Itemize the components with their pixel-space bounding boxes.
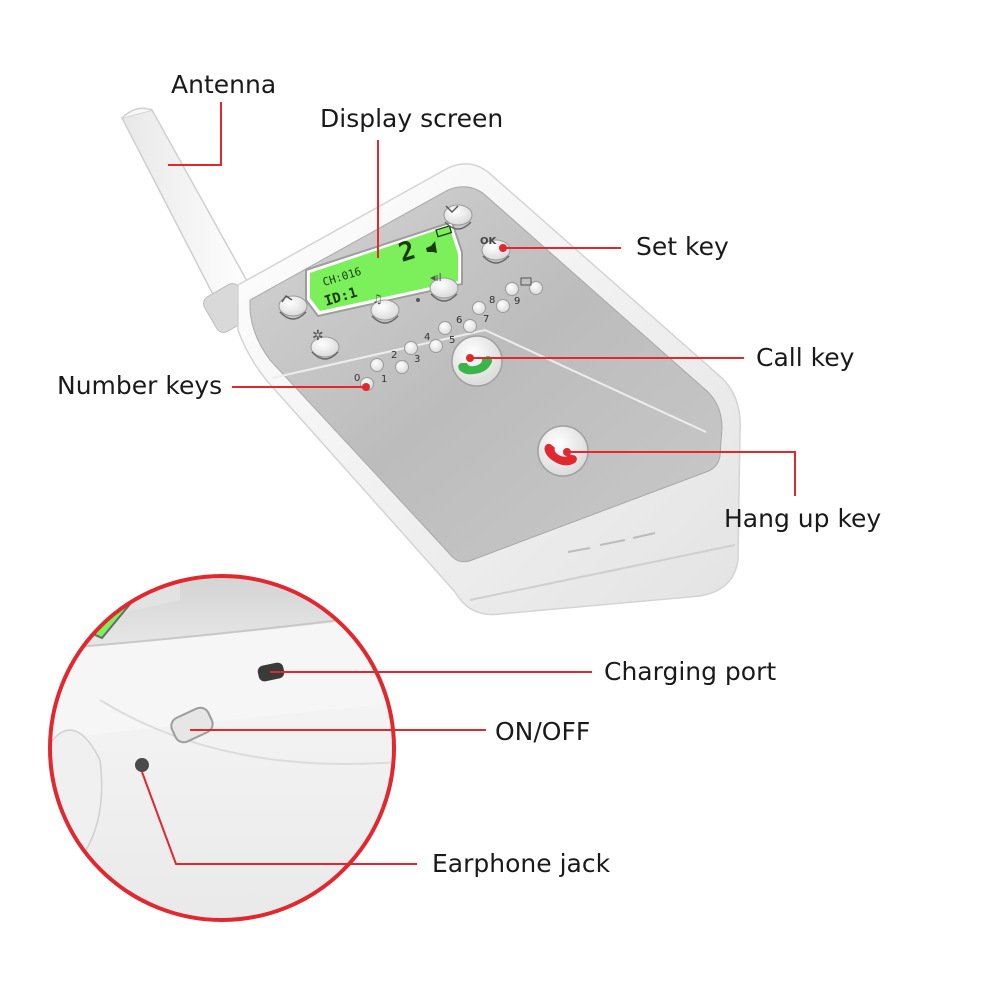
- set-key-label: Set key: [636, 232, 729, 261]
- number-key-label: 1: [381, 374, 387, 385]
- number-key-3[interactable]: 3: [404, 341, 421, 366]
- number-key-7[interactable]: 7: [472, 301, 490, 326]
- lcd-battery-icon: [435, 225, 453, 238]
- leader-earphone: [141, 771, 417, 865]
- ok-label: OK: [480, 236, 498, 247]
- number-key-2[interactable]: 2: [391, 350, 409, 374]
- antenna: [120, 107, 253, 333]
- number-key-label: 6: [456, 315, 462, 326]
- music-icon: ♫: [372, 292, 383, 306]
- lcd-volume-icon: [426, 241, 437, 253]
- function-keys: ✲ ♫ ◂ıl OK: [278, 204, 511, 360]
- nav-down-key[interactable]: [443, 204, 473, 230]
- number-key-5[interactable]: 5: [438, 321, 456, 347]
- volume-key[interactable]: ◂ıl: [429, 271, 459, 302]
- number-key-label: 5: [449, 335, 455, 346]
- music-key[interactable]: ♫: [370, 292, 400, 324]
- call-key[interactable]: [451, 335, 503, 387]
- call-key-label: Call key: [756, 343, 855, 372]
- number-key-label: 3: [414, 354, 420, 365]
- number-key-6[interactable]: 6: [456, 315, 477, 333]
- charging-port-label: Charging port: [604, 657, 777, 686]
- hang-up-key-label: Hang up key: [724, 504, 882, 533]
- number-key-label: 2: [391, 350, 397, 361]
- on-off-switch[interactable]: [168, 705, 215, 745]
- volume-icon: ◂ıl: [430, 271, 442, 284]
- earphone-jack: [135, 758, 149, 772]
- phone-green-icon: [458, 356, 493, 375]
- number-key-label: 8: [489, 295, 495, 306]
- side-view-zoom: [48, 574, 396, 922]
- backspace-icon: [520, 277, 532, 286]
- number-key-8[interactable]: 8: [489, 295, 510, 313]
- on-off-label: ON/OFF: [495, 717, 591, 746]
- number-key-4[interactable]: 4: [424, 332, 443, 353]
- number-key-label: 0: [354, 373, 360, 384]
- leader-antenna: [168, 102, 222, 166]
- phone-red-icon: [544, 443, 577, 466]
- number-keys: 0 1 2 3 4 5 6 7 8 9: [354, 277, 543, 391]
- star-key[interactable]: ✲: [310, 328, 340, 360]
- number-key-1[interactable]: 1: [370, 358, 388, 386]
- leader-hangup: [567, 451, 796, 496]
- star-icon: ✲: [312, 328, 324, 344]
- nav-up-key[interactable]: [278, 295, 308, 320]
- number-key-label: 4: [424, 332, 430, 343]
- delete-key[interactable]: [520, 277, 543, 295]
- number-key-label: 7: [483, 314, 489, 325]
- earphone-jack-label: Earphone jack: [432, 849, 611, 878]
- antenna-label: Antenna: [171, 70, 277, 99]
- leader-lines: [141, 102, 796, 865]
- display-screen-label: Display screen: [320, 104, 504, 133]
- number-key-label: 9: [514, 296, 520, 307]
- number-keys-label: Number keys: [57, 371, 223, 400]
- number-key-9[interactable]: 9: [505, 282, 521, 308]
- hang-up-key[interactable]: [537, 425, 589, 477]
